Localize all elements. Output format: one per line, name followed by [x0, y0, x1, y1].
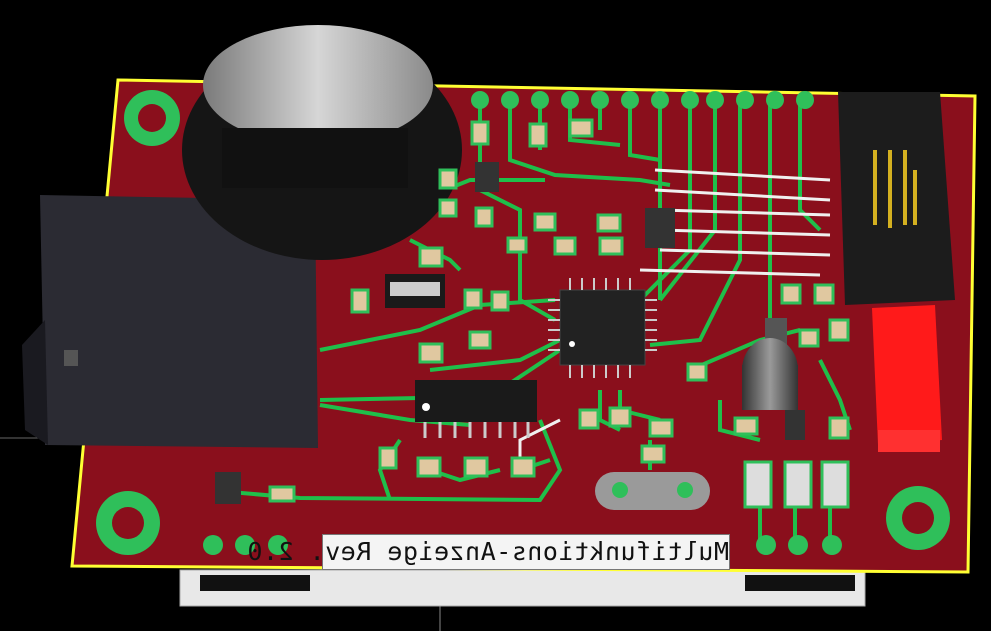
led-icon[interactable] — [872, 305, 942, 452]
qfp-chip-icon[interactable] — [548, 278, 657, 378]
bottom-connector-pins — [200, 575, 855, 591]
copper-traces — [229, 95, 852, 540]
buzzer-icon[interactable] — [182, 25, 462, 260]
rj45-connector-icon[interactable] — [22, 195, 318, 448]
smd-components — [268, 118, 850, 503]
white-traces — [518, 168, 831, 470]
pin-header-top — [471, 91, 814, 109]
electrolytic-capacitor-icon[interactable] — [742, 318, 798, 410]
board-silkscreen-label: Multifunktions-Anzeige Rev. 2.0 — [247, 534, 730, 570]
bottom-pin-pads — [203, 535, 842, 555]
crystal-icon[interactable] — [595, 472, 710, 510]
transistors — [215, 162, 805, 504]
smd-diodes — [743, 460, 850, 509]
soic-chip-icon[interactable] — [415, 380, 537, 438]
pin-header-icon[interactable] — [838, 92, 955, 305]
small-ic[interactable] — [385, 274, 445, 308]
